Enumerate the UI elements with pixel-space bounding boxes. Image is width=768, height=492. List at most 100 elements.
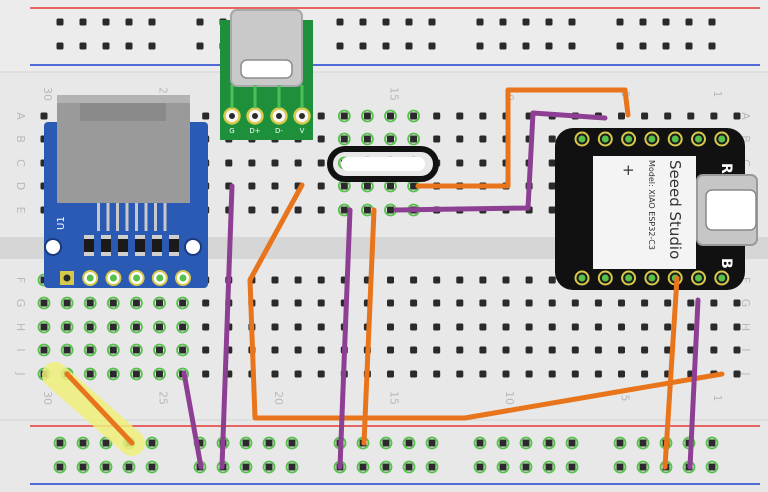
rail-hole bbox=[639, 439, 647, 447]
sd-pin-hole bbox=[179, 274, 187, 282]
terminal-hole bbox=[271, 206, 279, 214]
rail-hole-connected bbox=[425, 460, 439, 474]
column-number-top: 1 bbox=[711, 91, 724, 98]
xiao-pin-hole bbox=[625, 274, 633, 282]
usb-pin-label: D- bbox=[275, 127, 283, 135]
terminal-hole bbox=[594, 370, 602, 378]
terminal-hole bbox=[410, 182, 418, 190]
terminal-hole bbox=[317, 299, 325, 307]
column-number-bottom: 15 bbox=[388, 391, 401, 405]
rail-hole bbox=[265, 439, 273, 447]
terminal-hole bbox=[156, 299, 163, 307]
rail-hole-connected bbox=[705, 436, 719, 450]
terminal-hole bbox=[456, 135, 464, 143]
rail-hole bbox=[382, 439, 390, 447]
sd-contact-trace bbox=[97, 203, 100, 231]
xiao-pin-hole bbox=[601, 135, 609, 143]
terminal-hole bbox=[340, 206, 348, 214]
row-letter: D bbox=[14, 182, 27, 190]
sd-card-module[interactable]: U1 bbox=[44, 95, 208, 288]
wire-orange-ground-link[interactable] bbox=[64, 371, 135, 446]
terminal-hole bbox=[618, 323, 625, 331]
terminal-hole bbox=[525, 346, 533, 354]
jumper-inner bbox=[341, 157, 425, 171]
sd-resistor-cap bbox=[118, 235, 128, 239]
row-letter: J bbox=[739, 371, 752, 375]
wire-orange-column-to-rail[interactable] bbox=[361, 207, 377, 446]
xiao-esp32-c3-board[interactable]: Seeed Studio Model: XIAO ESP32-C3 + R B bbox=[555, 128, 758, 290]
terminal-hole-connected bbox=[83, 343, 97, 357]
terminal-hole bbox=[502, 323, 510, 331]
wire-orange-xiao-to-row-d[interactable] bbox=[415, 87, 631, 189]
terminal-hole-connected bbox=[176, 296, 190, 310]
terminal-hole bbox=[86, 346, 94, 354]
terminal-hole bbox=[664, 112, 672, 120]
wire-purple-column-to-rail[interactable] bbox=[337, 207, 353, 470]
terminal-hole bbox=[687, 346, 695, 354]
terminal-hole-connected bbox=[37, 343, 51, 357]
terminal-hole bbox=[294, 323, 302, 331]
wire-orange-usb-to-rail[interactable] bbox=[247, 182, 725, 421]
row-letter: G bbox=[739, 299, 752, 308]
terminal-hole-connected bbox=[60, 343, 74, 357]
terminal-hole bbox=[479, 323, 487, 331]
terminal-hole bbox=[271, 159, 279, 167]
terminal-hole bbox=[387, 206, 394, 214]
terminal-hole bbox=[317, 323, 325, 331]
terminal-hole bbox=[410, 346, 418, 354]
rail-hole-connected bbox=[262, 436, 276, 450]
terminal-hole-connected bbox=[153, 367, 166, 381]
terminal-hole bbox=[387, 276, 394, 284]
terminal-hole bbox=[317, 182, 325, 190]
terminal-hole bbox=[456, 299, 464, 307]
rail-hole bbox=[359, 463, 367, 471]
terminal-hole bbox=[202, 323, 210, 331]
rail-hole bbox=[79, 18, 87, 26]
terminal-hole bbox=[733, 323, 741, 331]
jumper-link[interactable] bbox=[327, 146, 439, 182]
wire-purple-xiao-to-bottom-rail[interactable] bbox=[687, 297, 701, 470]
rail-hole bbox=[616, 42, 624, 50]
xiao-pin-hole bbox=[578, 274, 586, 282]
terminal-hole-connected bbox=[83, 320, 97, 334]
wire-purple-usb-ground[interactable] bbox=[219, 183, 235, 470]
rail-hole-connected bbox=[145, 460, 159, 474]
rail-hole-connected bbox=[473, 436, 487, 450]
rail-hole bbox=[616, 463, 624, 471]
terminal-hole bbox=[664, 323, 672, 331]
rail-hole bbox=[336, 18, 344, 26]
wire-purple-xiao-to-row-e[interactable] bbox=[393, 110, 608, 213]
wire-purple-sd-to-rail[interactable] bbox=[181, 370, 204, 470]
sd-resistor-cap bbox=[135, 252, 145, 256]
rail-hole bbox=[522, 42, 530, 50]
rail-hole-connected bbox=[519, 460, 533, 474]
terminal-hole bbox=[479, 159, 487, 167]
rail-hole-connected bbox=[636, 436, 650, 450]
sd-pin-hole bbox=[156, 274, 164, 282]
terminal-hole bbox=[618, 112, 625, 120]
terminal-hole bbox=[340, 112, 348, 120]
xiao-usb-c-opening bbox=[705, 189, 757, 231]
rail-hole bbox=[148, 439, 156, 447]
xiao-pins bbox=[574, 131, 730, 286]
xiao-pin-hole bbox=[601, 274, 609, 282]
rail-hole-connected bbox=[76, 436, 90, 450]
sd-contact-trace bbox=[163, 203, 167, 231]
terminal-hole bbox=[479, 370, 487, 378]
terminal-hole bbox=[571, 370, 579, 378]
terminal-hole bbox=[294, 346, 302, 354]
sd-resistor-cap bbox=[84, 252, 94, 256]
terminal-hole-connected bbox=[384, 132, 397, 146]
rail-hole bbox=[148, 42, 156, 50]
terminal-hole-connected bbox=[337, 132, 351, 146]
terminal-hole bbox=[618, 299, 625, 307]
jumper-outline bbox=[327, 146, 439, 182]
rail-hole-connected bbox=[542, 460, 556, 474]
wire-orange-xiao-to-bottom-rail[interactable] bbox=[662, 275, 680, 470]
row-letter: F bbox=[14, 277, 27, 283]
sd-contact-trace bbox=[125, 203, 129, 231]
terminal-hole bbox=[687, 299, 695, 307]
terminal-hole bbox=[40, 346, 48, 354]
terminal-hole bbox=[410, 112, 418, 120]
